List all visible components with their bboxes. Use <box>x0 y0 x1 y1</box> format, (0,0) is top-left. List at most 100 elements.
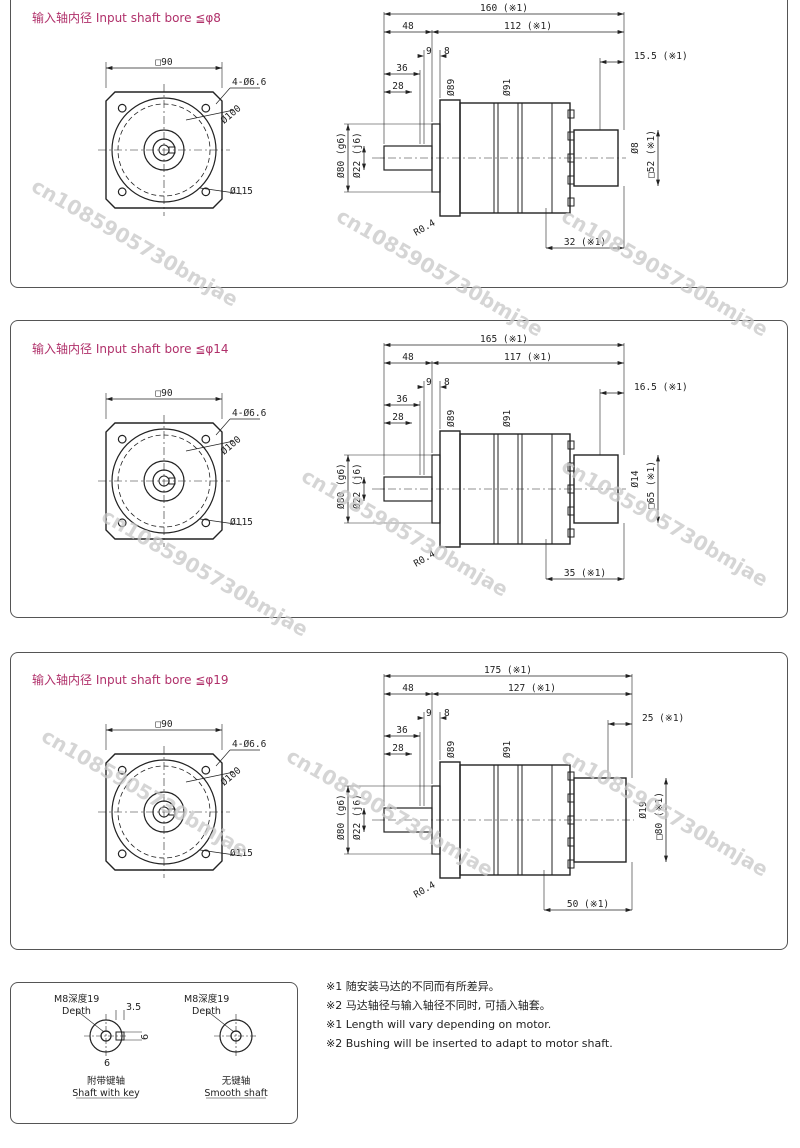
dimension-label: Ø115 <box>230 186 253 197</box>
dimension-label: □65 (※1) <box>646 461 657 509</box>
body-bolt <box>567 793 575 803</box>
dimension-arrow <box>346 786 350 793</box>
drawing-line <box>215 87 231 105</box>
dimension-label: Ø89 <box>446 79 457 96</box>
dimension-arrow <box>617 343 624 347</box>
dimension-arrow <box>346 455 350 462</box>
drawing-line <box>215 749 231 767</box>
dimension-label: Ø91 <box>502 410 513 427</box>
dimension-arrow <box>617 391 624 395</box>
mount-hole <box>201 849 211 859</box>
dimension-arrow <box>664 855 668 862</box>
dimension-arrow <box>106 728 113 732</box>
body-bolt <box>567 440 575 450</box>
thread-depth-label: Depth <box>62 1006 91 1017</box>
dimension-arrow <box>362 477 366 484</box>
drawing-line <box>185 771 235 783</box>
mount-hole <box>201 434 211 444</box>
dimension-label: 127 (※1) <box>508 683 556 694</box>
dimension-label: 9 <box>426 377 432 388</box>
dimension-arrow <box>617 60 624 64</box>
dimension-arrow <box>362 808 366 815</box>
mount-hole <box>117 103 127 113</box>
dimension-arrow <box>384 403 391 407</box>
dimension-label: 4-Ø6.6 <box>232 77 267 88</box>
mount-hole <box>117 187 127 197</box>
dimension-arrow <box>625 692 632 696</box>
dimension-arrow <box>625 722 632 726</box>
dimension-label: Ø89 <box>446 410 457 427</box>
dimension-arrow <box>617 246 624 250</box>
flange-outline <box>105 91 223 209</box>
dimension-label: Ø91 <box>502 741 513 758</box>
dimension-arrow <box>432 361 439 365</box>
dimension-label: 48 <box>402 352 414 363</box>
note-line: ※1 Length will vary depending on motor. <box>326 1018 552 1031</box>
dimension-arrow <box>384 692 391 696</box>
dimension-label: R0.4 <box>412 879 438 900</box>
dimension-arrow <box>384 421 391 425</box>
watermark: cn1085905730bmjae <box>333 204 548 342</box>
dimension-arrow <box>362 494 366 501</box>
dimension-arrow <box>656 455 660 462</box>
flange-outline <box>105 422 223 540</box>
dimension-arrow <box>384 12 391 16</box>
dimension-arrow <box>425 361 432 365</box>
watermark: cn1085905730bmjae <box>558 744 773 882</box>
dimension-arrow <box>417 54 424 58</box>
mount-hole <box>201 765 211 775</box>
watermark: cn1085905730bmjae <box>298 464 513 602</box>
note-line: ※2 Bushing will be inserted to adapt to … <box>326 1037 613 1050</box>
dimension-arrow <box>440 54 447 58</box>
drawing-line <box>205 1009 235 1033</box>
dimension-arrow <box>617 30 624 34</box>
dimension-arrow <box>413 72 420 76</box>
dimension-arrow <box>106 66 113 70</box>
dimension-label: 9 <box>426 46 432 57</box>
dimension-label: 117 (※1) <box>504 352 552 363</box>
dimension-label: 8 <box>444 708 450 719</box>
dimension-label: Ø89 <box>446 741 457 758</box>
dimension-arrow <box>405 421 412 425</box>
dimension-label: Ø22 (j6) <box>352 463 363 509</box>
drawing-line <box>185 440 235 452</box>
dimension-label: 36 <box>396 63 408 74</box>
panel-title: 输入轴内径 Input shaft bore ≦φ19 <box>32 673 229 687</box>
shaft-type-en: Shaft with key <box>72 1088 140 1099</box>
body-bolt <box>567 771 575 781</box>
shaft-type-cn: 附带键轴 <box>87 1075 125 1087</box>
dimension-arrow <box>440 385 447 389</box>
dimension-arrow <box>417 716 424 720</box>
dimension-label: □90 <box>155 57 172 68</box>
dimension-label: 165 (※1) <box>480 334 528 345</box>
dimension-label: 35 (※1) <box>564 568 606 579</box>
dimension-arrow <box>546 246 553 250</box>
dimension-arrow <box>425 692 432 696</box>
mount-hole <box>117 765 127 775</box>
note-line: ※1 随安装马达的不同而有所差异。 <box>326 980 500 993</box>
mount-hole <box>201 103 211 113</box>
dimension-label: 8 <box>444 377 450 388</box>
dimension-label: Ø14 <box>630 470 641 487</box>
body-bolt <box>567 506 575 516</box>
watermark: cn1085905730bmjae <box>283 744 498 882</box>
dimension-label: Ø22 (j6) <box>352 794 363 840</box>
dimension-arrow <box>664 778 668 785</box>
shaft-type-en: Smooth shaft <box>204 1088 268 1099</box>
dimension-arrow <box>215 728 222 732</box>
dimension-label: Ø80 (g6) <box>336 132 347 178</box>
dimension-arrow <box>440 716 447 720</box>
dimension-arrow <box>384 72 391 76</box>
note-line: ※2 马达轴径与输入轴径不同时, 可插入轴套。 <box>326 999 551 1012</box>
dimension-arrow <box>384 734 391 738</box>
dimension-arrow <box>362 163 366 170</box>
dimension-label: 4-Ø6.6 <box>232 739 267 750</box>
dimension-label: 15.5 (※1) <box>634 51 688 62</box>
dimension-arrow <box>546 577 553 581</box>
dimension-label: Ø115 <box>230 517 253 528</box>
watermark: cn1085905730bmjae <box>28 174 243 312</box>
mount-hole <box>201 187 211 197</box>
dimension-arrow <box>413 734 420 738</box>
flange-outline <box>105 753 223 871</box>
dimension-arrow <box>656 516 660 523</box>
